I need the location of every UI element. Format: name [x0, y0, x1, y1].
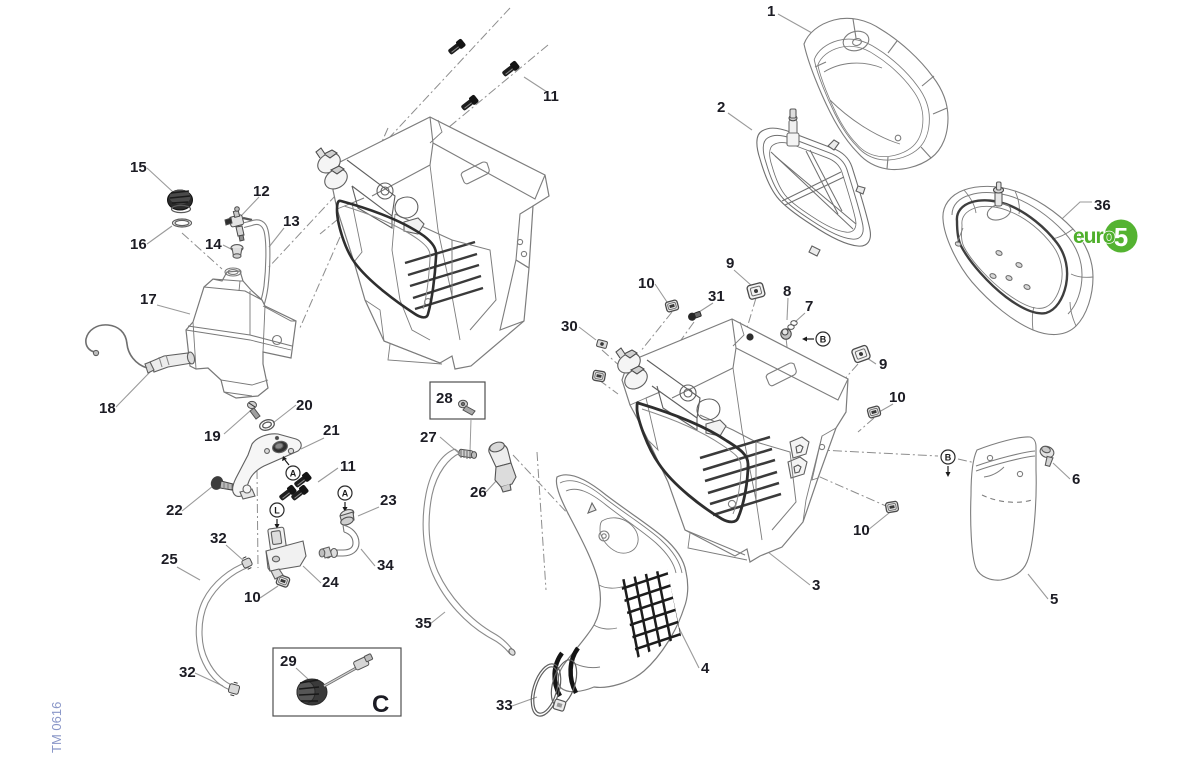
svg-text:A: A — [290, 469, 297, 479]
svg-text:30: 30 — [561, 318, 578, 335]
svg-text:4: 4 — [701, 660, 710, 677]
svg-text:24: 24 — [322, 574, 339, 591]
svg-text:29: 29 — [280, 653, 297, 670]
svg-text:18: 18 — [99, 400, 116, 417]
svg-text:10: 10 — [853, 522, 870, 539]
svg-text:10: 10 — [244, 589, 261, 606]
svg-text:7: 7 — [805, 298, 813, 315]
svg-text:33: 33 — [496, 697, 513, 714]
svg-text:1: 1 — [767, 3, 775, 20]
svg-text:14: 14 — [205, 236, 222, 253]
svg-text:9: 9 — [726, 255, 734, 272]
svg-text:9: 9 — [879, 356, 887, 373]
svg-text:26: 26 — [470, 484, 487, 501]
svg-text:L: L — [274, 506, 280, 516]
svg-text:28: 28 — [436, 390, 453, 407]
svg-text:11: 11 — [543, 88, 559, 105]
svg-text:19: 19 — [204, 428, 221, 445]
svg-text:A: A — [342, 489, 349, 499]
svg-text:15: 15 — [130, 159, 147, 176]
svg-text:34: 34 — [377, 557, 394, 574]
svg-text:25: 25 — [161, 551, 178, 568]
svg-text:31: 31 — [708, 288, 725, 305]
svg-text:35: 35 — [415, 615, 432, 632]
svg-text:5: 5 — [1114, 222, 1128, 252]
svg-text:10: 10 — [889, 389, 906, 406]
svg-text:21: 21 — [323, 422, 340, 439]
svg-text:10: 10 — [638, 275, 655, 292]
svg-text:13: 13 — [283, 213, 300, 230]
svg-text:8: 8 — [783, 283, 791, 300]
svg-text:B: B — [945, 453, 952, 463]
svg-text:27: 27 — [420, 429, 437, 446]
svg-text:3: 3 — [812, 577, 820, 594]
svg-text:6: 6 — [1072, 471, 1080, 488]
svg-text:32: 32 — [210, 530, 227, 547]
svg-text:23: 23 — [380, 492, 397, 509]
svg-text:euro: euro — [1073, 225, 1115, 248]
svg-text:11: 11 — [340, 458, 356, 475]
svg-text:2: 2 — [717, 99, 725, 116]
svg-text:36: 36 — [1094, 197, 1111, 214]
svg-text:5: 5 — [1050, 591, 1058, 608]
svg-text:12: 12 — [253, 183, 270, 200]
svg-text:B: B — [820, 335, 827, 345]
svg-text:TM 0616: TM 0616 — [49, 702, 64, 753]
svg-text:16: 16 — [130, 236, 147, 253]
svg-text:32: 32 — [179, 664, 196, 681]
svg-text:17: 17 — [140, 291, 157, 308]
svg-text:22: 22 — [166, 502, 183, 519]
svg-text:20: 20 — [296, 397, 313, 414]
svg-text:C: C — [372, 691, 389, 718]
